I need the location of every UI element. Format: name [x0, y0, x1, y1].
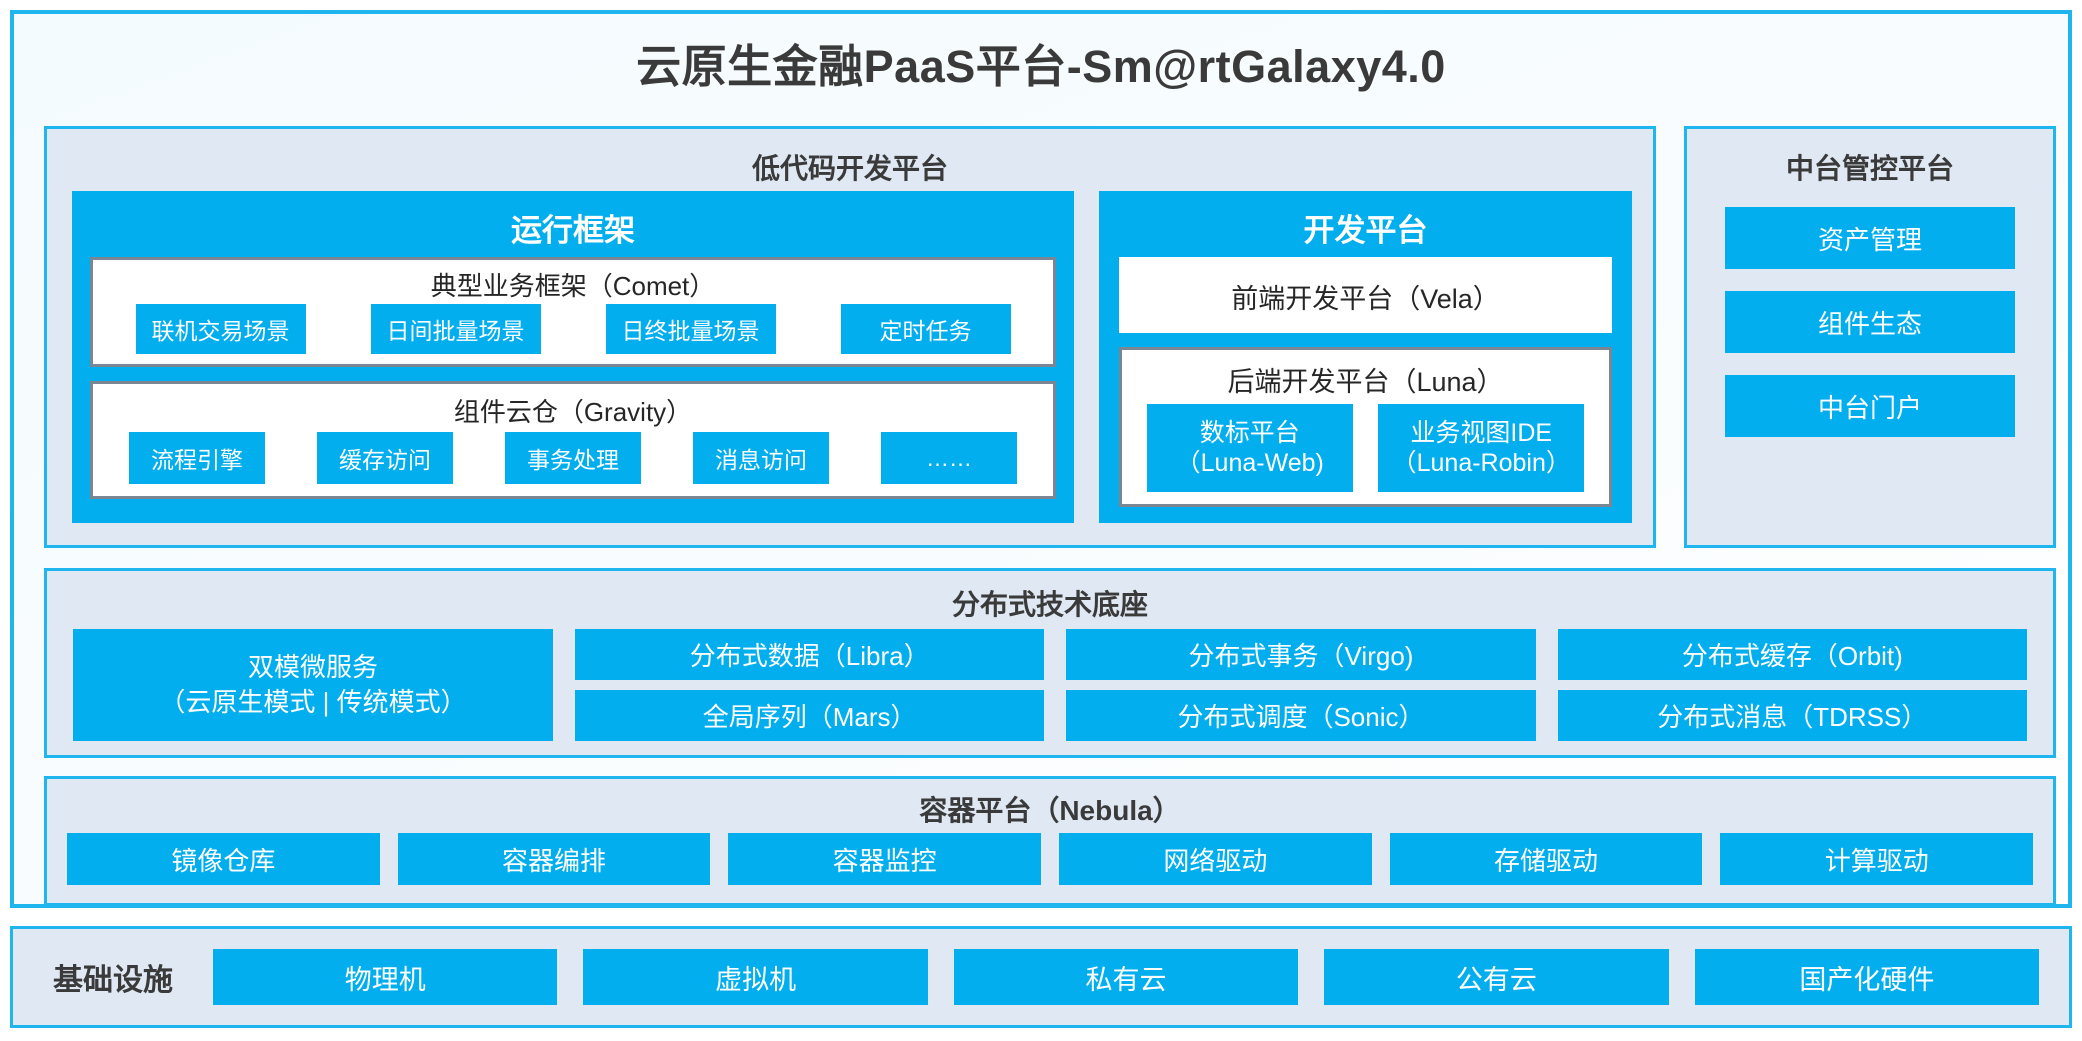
luna-backend-box: 后端开发平台（Luna） 数标平台 （Luna-Web) 业务视图IDE （Lu…	[1119, 347, 1612, 507]
luna-robin-name: 业务视图IDE	[1410, 418, 1553, 447]
techbase-column-2: 分布式事务（Virgo) 分布式调度（Sonic）	[1066, 629, 1536, 741]
lowcode-platform-panel: 低代码开发平台 运行框架 典型业务框架（Comet） 联机交易场景 日间批量场景…	[44, 126, 1656, 548]
luna-robin-item[interactable]: 业务视图IDE （Luna-Robin）	[1378, 404, 1585, 492]
midplatform-item-asset-management[interactable]: 资产管理	[1725, 207, 2015, 269]
container-item-network-driver[interactable]: 网络驱动	[1059, 833, 1372, 885]
gravity-item[interactable]: 缓存访问	[317, 432, 453, 484]
container-item-compute-driver[interactable]: 计算驱动	[1720, 833, 2034, 885]
dual-mode-line2: （云原生模式 | 传统模式）	[159, 687, 467, 717]
luna-web-code: （Luna-Web)	[1175, 449, 1324, 477]
infrastructure-item-physical-machine[interactable]: 物理机	[213, 949, 558, 1005]
techbase-item-sonic[interactable]: 分布式调度（Sonic）	[1066, 690, 1536, 741]
luna-robin-code: （Luna-Robin）	[1391, 449, 1571, 477]
midplatform-control-title: 中台管控平台	[1785, 153, 1954, 184]
comet-item[interactable]: 定时任务	[840, 304, 1011, 354]
vela-frontend-box[interactable]: 前端开发平台（Vela）	[1119, 257, 1612, 333]
container-platform-title: 容器平台（Nebula）	[919, 795, 1181, 826]
techbase-column-1: 分布式数据（Libra） 全局序列（Mars）	[575, 629, 1045, 741]
infrastructure-item-private-cloud[interactable]: 私有云	[953, 949, 1299, 1005]
container-item-orchestration[interactable]: 容器编排	[397, 833, 711, 885]
infrastructure-item-public-cloud[interactable]: 公有云	[1324, 949, 1669, 1005]
gravity-item[interactable]: 消息访问	[693, 432, 829, 484]
dual-mode-line1: 双模微服务	[247, 651, 378, 682]
gravity-box: 组件云仓（Gravity） 流程引擎 缓存访问 事务处理 消息访问 ……	[90, 381, 1056, 499]
gravity-item-ellipsis[interactable]: ……	[881, 432, 1017, 484]
luna-web-name: 数标平台	[1199, 418, 1300, 447]
infrastructure-item-virtual-machine[interactable]: 虚拟机	[583, 949, 928, 1005]
container-platform-panel: 容器平台（Nebula） 镜像仓库 容器编排 容器监控 网络驱动 存储驱动 计算…	[44, 776, 2056, 906]
techbase-item-libra[interactable]: 分布式数据（Libra）	[575, 629, 1045, 680]
container-item-image-registry[interactable]: 镜像仓库	[67, 833, 380, 885]
comet-item[interactable]: 日终批量场景	[605, 304, 776, 354]
techbase-panel: 分布式技术底座 双模微服务 （云原生模式 | 传统模式） 分布式数据（Libra…	[44, 568, 2056, 758]
techbase-item-virgo[interactable]: 分布式事务（Virgo)	[1066, 629, 1536, 680]
comet-item-row: 联机交易场景 日间批量场景 日终批量场景 定时任务	[93, 304, 1053, 354]
techbase-column-3: 分布式缓存（Orbit) 分布式消息（TDRSS）	[1557, 629, 2027, 741]
techbase-item-mars[interactable]: 全局序列（Mars）	[575, 690, 1045, 741]
main-container: 云原生金融PaaS平台-Sm@rtGalaxy4.0 低代码开发平台 运行框架 …	[10, 10, 2072, 908]
lowcode-platform-title: 低代码开发平台	[751, 153, 948, 184]
infrastructure-item-domestic-hardware[interactable]: 国产化硬件	[1694, 949, 2040, 1005]
midplatform-item-list: 资产管理 组件生态 中台门户	[1725, 207, 2015, 437]
runtime-framework-title: 运行框架	[511, 213, 635, 248]
comet-item[interactable]: 日间批量场景	[370, 304, 541, 354]
infrastructure-bar: 基础设施 物理机 虚拟机 私有云 公有云 国产化硬件	[10, 926, 2072, 1028]
techbase-title: 分布式技术底座	[951, 589, 1148, 620]
midplatform-control-panel: 中台管控平台 资产管理 组件生态 中台门户	[1684, 126, 2056, 548]
vela-frontend-label: 前端开发平台（Vela）	[1231, 284, 1500, 314]
midplatform-item-component-ecosystem[interactable]: 组件生态	[1725, 291, 2015, 353]
techbase-item-tdrss[interactable]: 分布式消息（TDRSS）	[1557, 690, 2027, 741]
infrastructure-item-row: 物理机 虚拟机 私有云 公有云 国产化硬件	[213, 949, 2069, 1005]
techbase-item-orbit[interactable]: 分布式缓存（Orbit)	[1557, 629, 2027, 680]
development-platform-card: 开发平台 前端开发平台（Vela） 后端开发平台（Luna） 数标平台 （Lun…	[1099, 191, 1632, 523]
comet-box: 典型业务框架（Comet） 联机交易场景 日间批量场景 日终批量场景 定时任务	[90, 257, 1056, 367]
midplatform-item-portal[interactable]: 中台门户	[1725, 375, 2015, 437]
gravity-item-row: 流程引擎 缓存访问 事务处理 消息访问 ……	[93, 432, 1053, 484]
container-item-storage-driver[interactable]: 存储驱动	[1389, 833, 1703, 885]
dual-mode-microservice-item[interactable]: 双模微服务 （云原生模式 | 传统模式）	[73, 629, 553, 741]
luna-item-row: 数标平台 （Luna-Web) 业务视图IDE （Luna-Robin）	[1122, 404, 1609, 492]
gravity-item[interactable]: 事务处理	[505, 432, 641, 484]
gravity-item[interactable]: 流程引擎	[129, 432, 265, 484]
comet-item[interactable]: 联机交易场景	[135, 304, 306, 354]
container-item-monitoring[interactable]: 容器监控	[728, 833, 1042, 885]
runtime-framework-card: 运行框架 典型业务框架（Comet） 联机交易场景 日间批量场景 日终批量场景 …	[72, 191, 1074, 523]
comet-title: 典型业务框架（Comet）	[430, 271, 716, 301]
infrastructure-label: 基础设施	[53, 964, 173, 997]
luna-backend-title: 后端开发平台（Luna）	[1227, 367, 1504, 397]
container-item-row: 镜像仓库 容器编排 容器监控 网络驱动 存储驱动 计算驱动	[67, 833, 2034, 885]
page-title: 云原生金融PaaS平台-Sm@rtGalaxy4.0	[636, 41, 1446, 92]
luna-web-item[interactable]: 数标平台 （Luna-Web)	[1146, 404, 1353, 492]
gravity-title: 组件云仓（Gravity）	[453, 397, 693, 427]
development-platform-title: 开发平台	[1303, 213, 1428, 248]
techbase-body: 双模微服务 （云原生模式 | 传统模式） 分布式数据（Libra） 全局序列（M…	[73, 629, 2027, 741]
